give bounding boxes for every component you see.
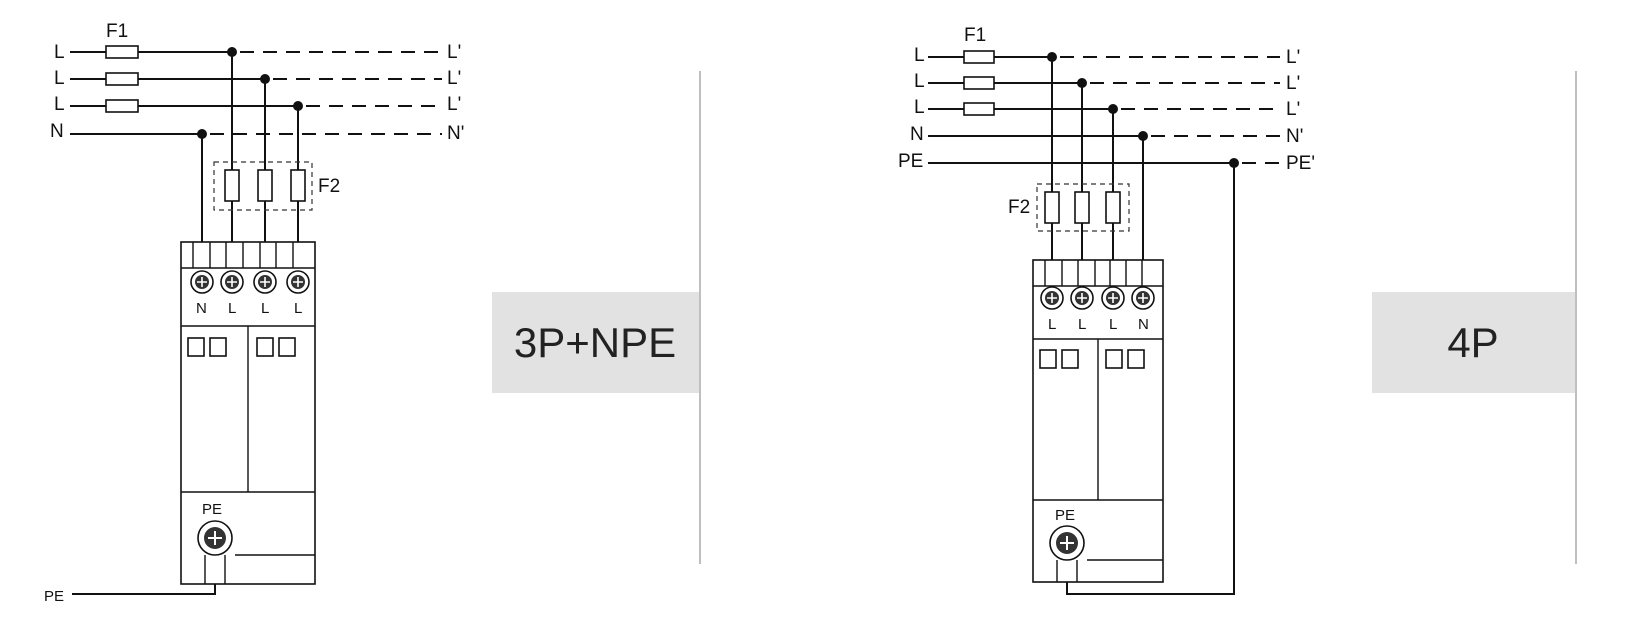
fuse-f2-3 [1105,191,1121,224]
input-label-l1: L [914,45,925,66]
fuse-f1-1 [963,50,995,64]
fuse-f2-1 [224,169,240,202]
terminal-screw [286,270,310,294]
fuse-f2-label: F2 [318,176,340,197]
fuse-f1-1 [105,45,139,59]
input-label-n: N [910,124,924,145]
fuse-f2-2 [1074,191,1090,224]
output-label-l3: L' [1286,99,1300,120]
terminal-label-l3: L [294,300,302,317]
output-label-l2: L' [1286,73,1300,94]
terminal-screw [1101,286,1125,310]
pe-wire [72,584,216,595]
input-label-pe: PE [898,151,923,172]
terminal-label-l2: L [1078,316,1086,333]
output-label-n: N' [447,123,464,144]
fuse-f1-2 [963,76,995,90]
pe-module-label: PE [1055,507,1075,524]
fuse-f2-group [1036,183,1130,232]
terminal-label-l1: L [228,300,236,317]
input-label-l1: L [54,42,65,63]
diagram-4p: L L L N PE F1 L' L' L' N' PE' [898,25,1315,595]
fuse-f2-3 [290,169,306,202]
fuse-f2-1 [1044,191,1060,224]
pe-module-label: PE [202,501,222,518]
terminal-screw [1070,286,1094,310]
fuse-f2-2 [257,169,273,202]
terminal-screw [253,270,277,294]
terminal-label-n: N [196,300,207,317]
terminal-label-l2: L [261,300,269,317]
surge-protector-module: N L L L PE [180,241,316,585]
fuse-f2-group [213,161,313,211]
output-label-l3: L' [447,94,461,115]
terminal-screw [190,270,214,294]
fuse-f1-3 [105,99,139,113]
input-label-n: N [50,121,64,142]
terminal-label-l1: L [1048,316,1056,333]
config-label-4p: 4P [1447,319,1498,366]
surge-protector-module: L L L N PE [1032,259,1164,583]
terminal-screw [1131,286,1155,310]
fuse-f1-label: F1 [964,25,986,46]
input-label-l3: L [54,94,65,115]
terminal-label-n: N [1138,316,1149,333]
config-tag-3p-npe [492,292,699,393]
input-label-l2: L [914,71,925,92]
fuse-f1-3 [963,102,995,116]
fuse-f1-label: F1 [106,21,128,42]
terminal-label-l3: L [1109,316,1117,333]
terminal-screw [1040,286,1064,310]
input-label-l3: L [914,97,925,118]
config-label-3p-npe: 3P+NPE [514,319,676,366]
output-label-l2: L' [447,68,461,89]
fuse-f1-2 [105,72,139,86]
output-label-n: N' [1286,126,1303,147]
input-label-l2: L [54,68,65,89]
output-label-l1: L' [1286,47,1300,68]
diagram-3p-npe: L L L N F1 L' L' L' N' [44,21,464,605]
pe-return-wire [1066,163,1235,595]
fuse-f2-label: F2 [1008,197,1030,218]
output-label-l1: L' [447,42,461,63]
output-label-pe: PE' [1286,153,1315,174]
pe-wire-label: PE [44,588,64,605]
terminal-screw [220,270,244,294]
config-tag-4p [1372,292,1575,393]
